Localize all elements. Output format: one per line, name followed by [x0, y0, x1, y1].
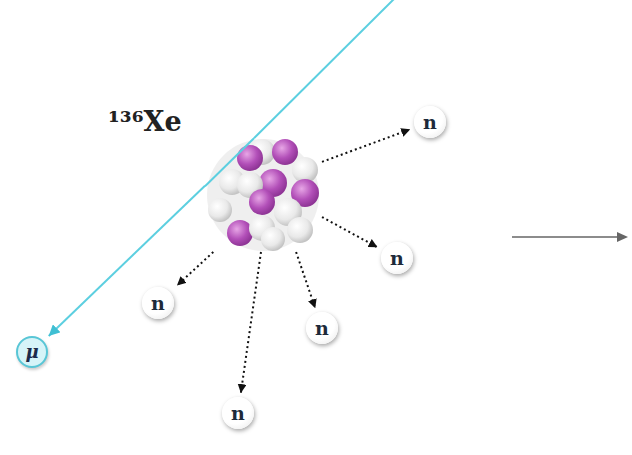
particle-symbol: n [151, 294, 165, 313]
neutron-sphere [261, 227, 285, 251]
muon-track [205, 138, 254, 186]
neutron-particle: n [306, 312, 338, 344]
muon-track [254, 0, 395, 138]
neutron-sphere [208, 198, 232, 222]
proton-sphere [237, 145, 263, 171]
neutron-particle: n [414, 106, 446, 138]
neutron-particle: n [142, 287, 174, 319]
nucleus: ¹³⁶Xe [205, 138, 322, 252]
process-arrow [512, 236, 618, 238]
neutron-particle: n [222, 397, 254, 429]
neutron-emission-arrow [241, 252, 261, 393]
proton-sphere [249, 189, 275, 215]
neutron-emission-arrow [322, 129, 410, 162]
neutron-particle: n [381, 242, 413, 274]
neutron-sphere [287, 217, 313, 243]
neutron-emission-arrow [322, 217, 377, 247]
particle-symbol: n [315, 319, 329, 338]
muon-track [49, 186, 205, 336]
nucleus-picture [205, 138, 322, 252]
neutron-emission-arrow [177, 252, 213, 286]
nucleus-halo [207, 139, 319, 251]
particle-symbol: μ [25, 343, 38, 361]
proton-sphere [272, 139, 298, 165]
particle-symbol: n [390, 249, 404, 268]
particle-symbol: n [231, 404, 245, 423]
neutron-emission-arrow [296, 252, 315, 308]
process-arrowhead [617, 232, 628, 242]
muon-particle: μ [16, 336, 48, 368]
particle-symbol: n [423, 113, 437, 132]
isotope-label: ¹³⁶Xe [108, 108, 182, 135]
proton-sphere [227, 220, 253, 246]
